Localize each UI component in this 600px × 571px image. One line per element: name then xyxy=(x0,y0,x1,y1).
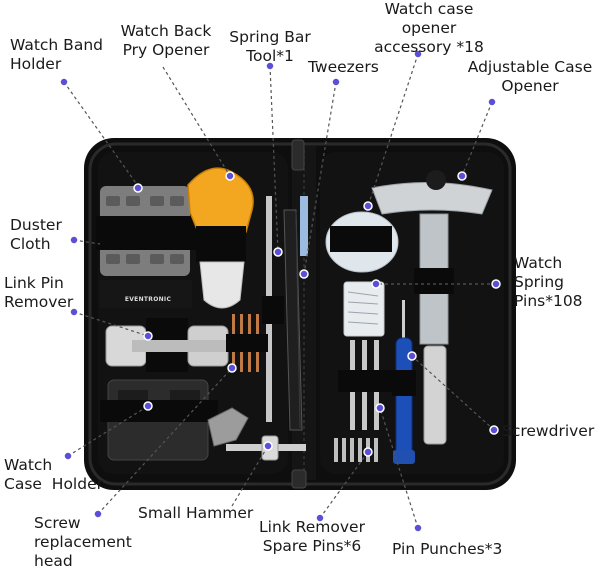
adjustable-case-opener xyxy=(371,170,493,445)
label-link-remover-spare-pins: Link Remover Spare Pins*6 xyxy=(259,518,365,555)
callout-dot xyxy=(143,331,153,341)
label-adjustable-case-opener: Adjustable Case Opener xyxy=(467,58,593,95)
callout-dot xyxy=(375,403,385,413)
case-opener-accessory-jar xyxy=(325,211,399,273)
callout-dots xyxy=(59,49,501,533)
callout-dot xyxy=(489,425,499,435)
spring-bar-tool xyxy=(262,196,284,422)
duster-cloth: EVENTRONIC xyxy=(100,280,192,308)
screwdriver xyxy=(392,300,416,464)
callout-dot xyxy=(227,363,237,373)
label-watch-case-opener-accessory: Watch case opener accessory *18 xyxy=(374,0,484,56)
callout-dot xyxy=(331,77,341,87)
callout-dot xyxy=(133,183,143,193)
label-screwdriver: Screwdriver xyxy=(502,422,595,440)
pin-punches xyxy=(338,340,392,430)
callout-dot xyxy=(263,441,273,451)
callout-dot xyxy=(315,513,325,523)
callout-dot xyxy=(63,451,73,461)
spare-pins-copper xyxy=(226,314,268,372)
callout-dot xyxy=(299,269,309,279)
label-small-hammer: Small Hammer xyxy=(138,504,254,522)
label-watch-case-holder: Watch Case Holder xyxy=(4,456,103,493)
leader-lines xyxy=(63,53,496,529)
callout-dot xyxy=(363,201,373,211)
callout-dot xyxy=(225,171,235,181)
label-watch-spring-pins: Watch Spring Pins*108 xyxy=(514,254,583,310)
tweezers xyxy=(283,196,308,431)
label-watch-back-pry-opener: Watch Back Pry Opener xyxy=(120,22,212,59)
label-watch-band-holder: Watch Band Holder xyxy=(10,36,103,73)
callout-dot xyxy=(93,509,103,519)
callout-dot xyxy=(487,97,497,107)
callout-dot xyxy=(143,401,153,411)
callout-dot xyxy=(273,247,283,257)
label-link-pin-remover: Link Pin Remover xyxy=(4,274,74,311)
callout-dot xyxy=(371,279,381,289)
callout-dot xyxy=(59,77,69,87)
callout-dot xyxy=(457,171,467,181)
brand-text: EVENTRONIC xyxy=(125,296,172,303)
watch-back-pry-opener xyxy=(187,167,254,309)
callout-dot xyxy=(491,279,501,289)
label-pin-punches: Pin Punches*3 xyxy=(392,540,503,558)
label-tweezers: Tweezers xyxy=(308,58,379,76)
callout-dot xyxy=(413,523,423,533)
link-pin-remover xyxy=(105,318,242,372)
spring-pins-bag xyxy=(343,281,385,337)
watch-band-holder xyxy=(96,186,196,276)
callout-dot xyxy=(363,447,373,457)
label-spring-bar-tool: Spring Bar Tool*1 xyxy=(229,28,311,65)
callout-dot xyxy=(69,307,79,317)
callout-dot xyxy=(265,61,275,71)
callout-dot xyxy=(69,235,79,245)
callout-dot xyxy=(407,351,417,361)
watch-case-holder xyxy=(100,379,249,461)
label-screw-replacement-head: Screw replacement head xyxy=(34,514,132,570)
label-duster-cloth: Duster Cloth xyxy=(10,216,62,253)
callout-dot xyxy=(413,49,423,59)
